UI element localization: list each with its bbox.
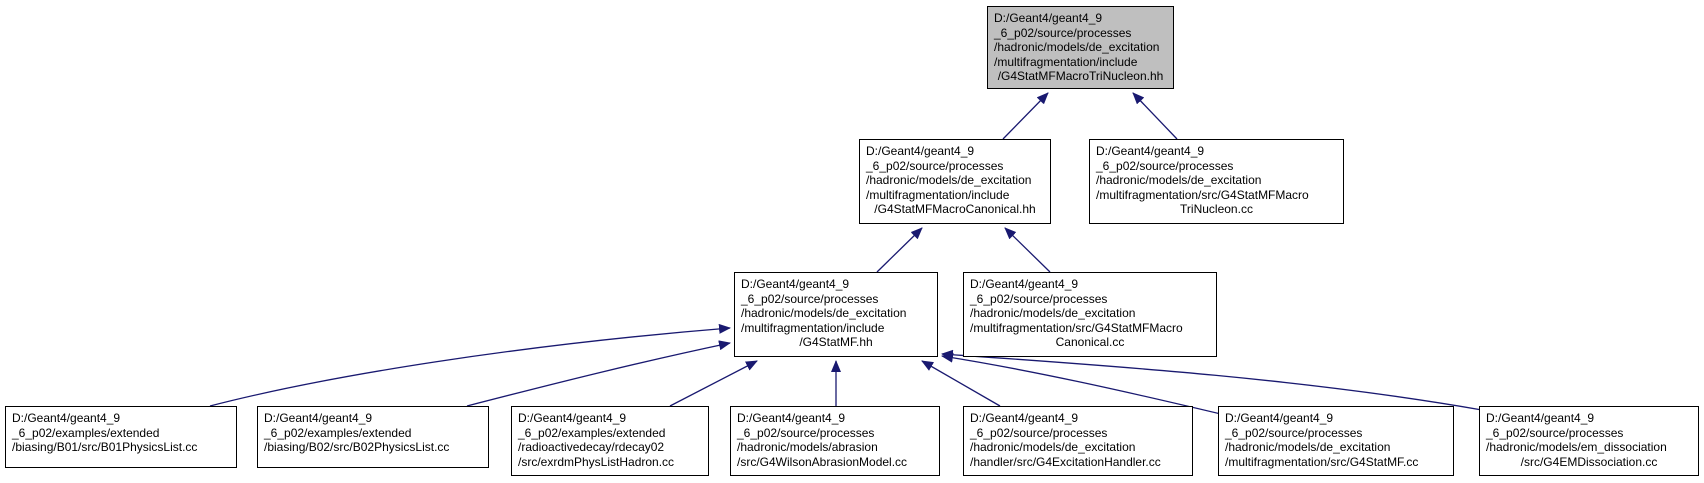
node-label-line: D:/Geant4/geant4_9	[741, 277, 850, 291]
node-label-line: /handler/src/G4ExcitationHandler.cc	[970, 454, 1161, 469]
node-label-line: /multifragmentation/include	[994, 54, 1138, 69]
node-label-line: _6_p02/source/processes	[1096, 158, 1234, 173]
node-label-line: /hadronic/models/de_excitation	[866, 173, 1032, 187]
node-label-line: D:/Geant4/geant4_9	[264, 411, 373, 425]
node-label-line: D:/Geant4/geant4_9	[970, 277, 1079, 291]
include-edge-n3-to-n1	[876, 227, 923, 273]
node-label-line: Canonical.cc	[1055, 335, 1125, 349]
node-exrdmphyslisthadron-cc[interactable]: D:/Geant4/geant4_9_6_p02/examples/extend…	[511, 406, 709, 476]
node-label-line: /G4StatMFMacroTriNucleon.hh	[997, 69, 1164, 83]
node-label-line: /biasing/B01/src/B01PhysicsList.cc	[12, 440, 198, 454]
node-label-line: /hadronic/models/de_excitation	[970, 440, 1136, 454]
node-label-line: _6_p02/source/processes	[1225, 425, 1363, 440]
node-label-line: D:/Geant4/geant4_9	[518, 411, 627, 425]
node-label-line: /hadronic/models/de_excitation	[1225, 440, 1391, 454]
node-label-line: _6_p02/source/processes	[994, 25, 1132, 40]
node-label-line: /multifragmentation/src/G4StatMFMacro	[970, 320, 1183, 335]
node-label-line: TriNucleon.cc	[1180, 202, 1253, 216]
node-label-line: /hadronic/models/de_excitation	[741, 306, 907, 320]
node-label-line: /multifragmentation/include	[741, 320, 885, 335]
node-label-line: _6_p02/source/processes	[970, 425, 1108, 440]
node-label-line: D:/Geant4/geant4_9	[866, 144, 975, 158]
include-edge-n4-to-n1	[1004, 227, 1051, 273]
node-label-line: /radioactivedecay/rdecay02	[518, 440, 665, 454]
node-label-line: _6_p02/examples/extended	[12, 425, 160, 440]
node-g4statmf-hh[interactable]: D:/Geant4/geant4_9_6_p02/source/processe…	[734, 272, 938, 357]
include-edge-n6-to-n3	[466, 340, 731, 407]
node-g4statmfmacrocanonical-cc[interactable]: D:/Geant4/geant4_9_6_p02/source/processe…	[963, 272, 1217, 357]
node-label-line: D:/Geant4/geant4_9	[1096, 144, 1205, 158]
node-g4emdissociation-cc[interactable]: D:/Geant4/geant4_9_6_p02/source/processe…	[1479, 406, 1699, 476]
node-label-line: _6_p02/source/processes	[741, 291, 879, 306]
node-g4wilsonabrasionmodel-cc[interactable]: D:/Geant4/geant4_9_6_p02/source/processe…	[730, 406, 940, 476]
include-edge-n10-to-n3	[941, 352, 1226, 416]
node-label-line: _6_p02/source/processes	[970, 291, 1108, 306]
node-label-line: D:/Geant4/geant4_9	[994, 11, 1103, 25]
node-label-line: /hadronic/models/de_excitation	[994, 40, 1160, 54]
node-label-line: /G4StatMF.hh	[799, 335, 873, 349]
include-edge-n5-to-n3	[209, 323, 731, 407]
node-label-line: D:/Geant4/geant4_9	[1225, 411, 1334, 425]
node-label-line: /biasing/B02/src/B02PhysicsList.cc	[264, 440, 450, 454]
include-edge-n9-to-n3	[921, 360, 1001, 407]
node-g4statmfmacrocanonical-hh[interactable]: D:/Geant4/geant4_9_6_p02/source/processe…	[859, 139, 1051, 224]
node-g4statmfmacrotrinucleon-cc[interactable]: D:/Geant4/geant4_9_6_p02/source/processe…	[1089, 139, 1344, 224]
node-label-line: D:/Geant4/geant4_9	[970, 411, 1079, 425]
node-label-line: _6_p02/source/processes	[737, 425, 875, 440]
include-edge-n1-to-n0	[1002, 92, 1049, 140]
node-label-line: /multifragmentation/src/G4StatMFMacro	[1096, 187, 1309, 202]
node-label-line: /hadronic/models/em_dissociation	[1486, 440, 1667, 454]
node-label-line: D:/Geant4/geant4_9	[1486, 411, 1595, 425]
node-label-line: /hadronic/models/abrasion	[737, 440, 878, 454]
include-edge-n7-to-n3	[669, 360, 758, 407]
node-label-line: /src/G4WilsonAbrasionModel.cc	[737, 454, 908, 469]
node-g4statmfmacrotrinucleon-hh: D:/Geant4/geant4_9_6_p02/source/processe…	[987, 6, 1174, 89]
node-label-line: _6_p02/examples/extended	[264, 425, 412, 440]
include-edge-n11-to-n3	[941, 349, 1483, 411]
node-g4excitationhandler-cc[interactable]: D:/Geant4/geant4_9_6_p02/source/processe…	[963, 406, 1193, 476]
node-label-line: D:/Geant4/geant4_9	[737, 411, 846, 425]
node-b01physicslist-cc[interactable]: D:/Geant4/geant4_9_6_p02/examples/extend…	[5, 406, 237, 468]
node-label-line: /src/G4EMDissociation.cc	[1520, 454, 1658, 469]
edge-layer	[209, 92, 1483, 416]
node-label-line: _6_p02/source/processes	[866, 158, 1004, 173]
node-label-line: _6_p02/examples/extended	[518, 425, 666, 440]
node-label-line: _6_p02/source/processes	[1486, 425, 1624, 440]
node-label-line: /src/exrdmPhysListHadron.cc	[518, 454, 675, 469]
include-edge-n2-to-n0	[1132, 92, 1178, 140]
node-label-line: /multifragmentation/src/G4StatMF.cc	[1225, 454, 1419, 469]
node-b02physicslist-cc[interactable]: D:/Geant4/geant4_9_6_p02/examples/extend…	[257, 406, 489, 468]
node-label-line: /hadronic/models/de_excitation	[1096, 173, 1262, 187]
node-label-line: /G4StatMFMacroCanonical.hh	[874, 202, 1036, 216]
node-label-line: D:/Geant4/geant4_9	[12, 411, 121, 425]
node-g4statmf-cc[interactable]: D:/Geant4/geant4_9_6_p02/source/processe…	[1218, 406, 1454, 476]
node-label-line: /multifragmentation/include	[866, 187, 1010, 202]
node-label-line: /hadronic/models/de_excitation	[970, 306, 1136, 320]
